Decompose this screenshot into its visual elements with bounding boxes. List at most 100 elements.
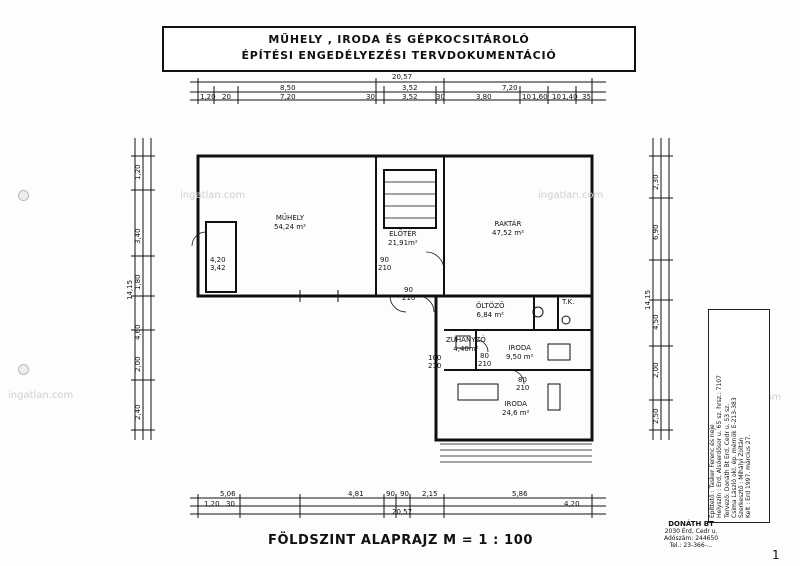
bottom-dim-3: 90 bbox=[386, 490, 395, 498]
room-muhely-area: 54,24 m² bbox=[274, 223, 306, 231]
bottom-dim-2: 4,81 bbox=[348, 490, 364, 498]
watermark-2: ingatlan.com bbox=[538, 190, 604, 201]
room-eloter-name: ELŐTÉR bbox=[389, 230, 417, 238]
top-dim-r2-2: 7,20 bbox=[280, 93, 296, 101]
author-phone: Tel.: 23-366-... bbox=[669, 542, 713, 549]
author-stamp: DONÁTH BT 2030 Érd, Cedr u. Adószám: 244… bbox=[664, 520, 719, 550]
right-dim-4: 2,00 bbox=[652, 362, 660, 378]
right-dim-total: 14,15 bbox=[644, 289, 652, 310]
door-label-5: 100 bbox=[428, 354, 442, 362]
top-dim-r2-10: 1,40 bbox=[562, 93, 578, 101]
page-number: 1 bbox=[772, 548, 780, 562]
door-label-8: 210 bbox=[478, 360, 492, 368]
door-label-2: 210 bbox=[378, 264, 392, 272]
desk-1 bbox=[457, 383, 499, 401]
door-arc-2 bbox=[389, 295, 407, 313]
title-line-1: MŰHELY , IRODA ÉS GÉPKOCSITÁROLÓ bbox=[268, 33, 530, 46]
stamp-line-3: Tervező: Donáth Bt Érd, Cedr u. 53 sz. bbox=[723, 403, 731, 518]
bottom-dim-6: 5,86 bbox=[512, 490, 528, 498]
room-eloter: ELŐTÉR 21,91m² bbox=[388, 230, 418, 248]
top-dim-r2-6: 3,80 bbox=[476, 93, 492, 101]
left-dim-6: 2,40 bbox=[134, 404, 142, 420]
room-raktar-name: RAKTÁR bbox=[494, 220, 522, 228]
watermark-1: ingatlan.com bbox=[180, 190, 246, 201]
room-raktar: RAKTÁR 47,52 m² bbox=[492, 220, 524, 238]
room-zuhanyzo-name: ZUHANYZÓ bbox=[446, 336, 486, 344]
stamp-line-5: Szerkesztő : Mihályi Zoltán bbox=[738, 437, 746, 518]
top-dim-r2-5: 30 bbox=[436, 93, 445, 101]
left-dim-4: 4,60 bbox=[134, 324, 142, 340]
top-dim-r2-4: 3,52 bbox=[402, 93, 418, 101]
top-dim-1: 8,50 bbox=[280, 84, 296, 92]
room-muhely-name: MŰHELY bbox=[275, 214, 304, 222]
stamp-line-1: Építtető : Tasker Ferenc és neje bbox=[709, 424, 716, 518]
room-zuhanyzo-area: 4,40m² bbox=[453, 345, 479, 353]
title-block: MŰHELY , IRODA ÉS GÉPKOCSITÁROLÓ ÉPÍTÉSI… bbox=[162, 26, 636, 72]
room-oltozo-area: 6,84 m² bbox=[476, 311, 504, 319]
top-dim-r2-8: 1,60 bbox=[532, 93, 548, 101]
room-muhely: MŰHELY 54,24 m² bbox=[274, 214, 306, 232]
author-tax: Adószám: 244650 bbox=[664, 535, 719, 542]
right-dim-1: 2,30 bbox=[652, 174, 660, 190]
door-label-7: 80 bbox=[480, 352, 489, 360]
door-arc-6 bbox=[191, 231, 207, 247]
room-raktar-area: 47,52 m² bbox=[492, 229, 524, 237]
top-dim-3: 7,20 bbox=[502, 84, 518, 92]
door-label-3: 90 bbox=[404, 286, 413, 294]
shower-tray bbox=[455, 335, 471, 349]
stamp-line-2: Helyszín : Érd, Alsóerdősor u. 65 sz. hr… bbox=[716, 375, 724, 518]
top-dim-r2-3: 30 bbox=[366, 93, 375, 101]
room-iroda-1-name: IRODA bbox=[508, 344, 531, 352]
top-dim-r2-0: 1,20 bbox=[200, 93, 216, 101]
right-dim-3: 4,50 bbox=[652, 314, 660, 330]
door-arc-1 bbox=[425, 251, 445, 271]
room-oltozo-name: ÖLTÖZŐ bbox=[476, 302, 505, 310]
sink-1 bbox=[532, 306, 544, 318]
author-name: DONÁTH BT bbox=[668, 520, 714, 528]
punch-hole-1 bbox=[18, 190, 29, 201]
left-dim-2: 3,40 bbox=[134, 228, 142, 244]
stamp-line-4: Csima László okl. ép. mérnök É-213-383 bbox=[730, 397, 738, 518]
title-line-2: ÉPÍTÉSI ENGEDÉLYEZÉSI TERVDOKUMENTÁCIÓ bbox=[241, 49, 557, 62]
door-label-10: 210 bbox=[516, 384, 530, 392]
watermark-3: ingatlan.com bbox=[8, 390, 74, 401]
bottom-dim-total: 20,57 bbox=[392, 508, 413, 516]
room-tk: T.K. bbox=[562, 298, 575, 306]
room-iroda-1-area: 9,50 m² bbox=[506, 353, 534, 361]
right-dim-2: 6,90 bbox=[652, 224, 660, 240]
bottom-dim-r2-1: 30 bbox=[226, 500, 235, 508]
room-iroda-1: IRODA 9,50 m² bbox=[506, 344, 533, 362]
bottom-dim-4: 90 bbox=[400, 490, 409, 498]
stair-shaft bbox=[383, 169, 437, 229]
door-arc-4 bbox=[475, 339, 489, 353]
room-zuhanyzo: ZUHANYZÓ 4,40m² bbox=[446, 336, 486, 354]
desk-2 bbox=[547, 343, 571, 361]
toilet-1 bbox=[561, 315, 571, 325]
room-iroda-2-area: 24,6 m² bbox=[502, 409, 530, 417]
top-dim-r2-11: 35 bbox=[582, 93, 591, 101]
door-label-11: 4,20 bbox=[210, 256, 226, 264]
door-arc-3 bbox=[417, 295, 435, 313]
top-dim-total: 20,57 bbox=[392, 73, 413, 81]
lower-block-walls bbox=[434, 296, 594, 442]
bottom-dim-1: 5,06 bbox=[220, 490, 236, 498]
upper-block-walls bbox=[196, 154, 594, 298]
left-dim-total: 14,15 bbox=[126, 279, 134, 300]
room-iroda-2: IRODA 24,6 m² bbox=[502, 400, 529, 418]
door-label-9: 80 bbox=[518, 376, 527, 384]
door-label-1: 90 bbox=[380, 256, 389, 264]
left-dim-3: 1,80 bbox=[134, 274, 142, 290]
left-dim-5: 2,00 bbox=[134, 356, 142, 372]
room-oltozo: ÖLTÖZŐ 6,84 m² bbox=[476, 302, 505, 320]
door-arc-5 bbox=[509, 369, 525, 385]
bottom-dim-5: 2,15 bbox=[422, 490, 438, 498]
room-eloter-area: 21,91m² bbox=[388, 239, 418, 247]
room-iroda-2-name: IRODA bbox=[504, 400, 527, 408]
right-dim-5: 2,50 bbox=[652, 408, 660, 424]
stamp-line-6: Kelt : Érd 1997. március 27. bbox=[745, 434, 753, 518]
top-dim-2: 3,52 bbox=[402, 84, 418, 92]
top-dim-r2-1: 20 bbox=[222, 93, 231, 101]
title-stamp: Építtető : Tasker Ferenc és neje Helyszí… bbox=[708, 309, 770, 523]
punch-hole-2 bbox=[18, 364, 29, 375]
